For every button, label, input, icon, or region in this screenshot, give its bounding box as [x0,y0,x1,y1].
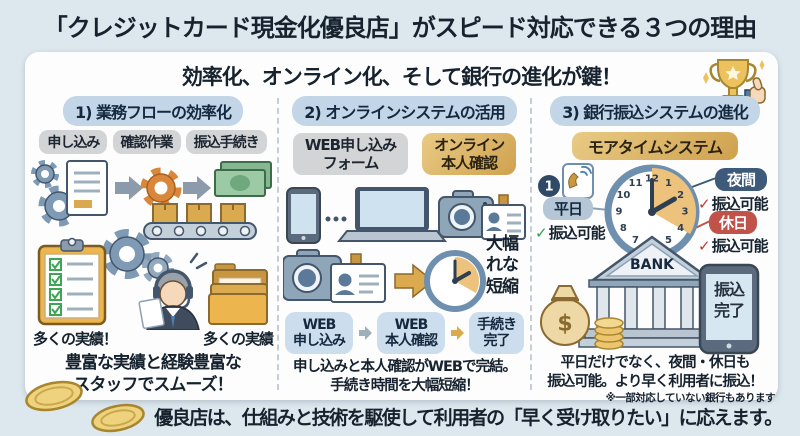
sparkle-icon [759,60,765,70]
check-icon: ✓ [535,224,548,242]
reason3-header: 3) 銀行振込システムの進化 [550,96,760,126]
bank-label: BANK [630,257,675,273]
svg-text:8: 8 [620,223,627,234]
banknote-icon [214,161,272,197]
laptop-icon [336,187,448,242]
bank-icon: BANK [578,235,726,348]
column-divider [530,98,532,390]
reason3-column: 3) 銀行振込システムの進化 モアタイムシステム 1 [535,96,776,404]
folders-icon [208,263,268,325]
step-pill-apply: 申し込み [39,130,108,154]
holiday-pill: 休日 [709,211,757,234]
reason2-header: 2) オンラインシステムの活用 [292,96,517,126]
holiday-note: ✓振込可能 [698,237,769,255]
night-pill: 夜間 [715,168,767,191]
reason2-column: 2) オンラインシステムの活用 WEB申し込み フォーム オンライン 本人確認 [283,96,526,396]
sparkle-icon [703,72,709,84]
operator-icon [138,252,208,330]
reason3-caption: 平日だけでなく、夜間・休日も 振込可能。より早く利用者に振込！ [547,355,764,390]
reason1-labels: 多くの実績！ 多くの実績 [33,328,274,349]
weekday-pill: 平日 [543,197,593,220]
flow-pill-done: 手続き 完了 [469,312,524,355]
gear-icon [102,229,174,284]
smartphone-icon [698,263,760,355]
svg-text:9: 9 [616,207,623,218]
reason2-tags: WEB申し込み フォーム オンライン 本人確認 [283,133,526,175]
camera-icon [438,190,494,238]
online-kyc-tag: オンライン 本人確認 [422,133,517,175]
step-badge: 1 [538,175,560,197]
ellipsis-icon [325,216,347,222]
svg-text:10: 10 [616,190,630,201]
step-pill-transfer: 振込手続き [185,130,267,154]
arrow-right-icon [183,176,211,200]
clock-icon [424,250,486,312]
moretime-clock-illustration: 1 12 1 2 3 4 5 6 [538,163,760,355]
page-title: 「クレジットカード現金化優良店」がスピード対応できる３つの理由 [43,14,758,42]
svg-text:3: 3 [682,207,689,218]
shorten-note: 大幅 れな 短縮 [486,234,519,297]
svg-text:4: 4 [677,223,684,234]
kyc-clock-illustration [283,249,486,312]
flow-pill-web-kyc: WEB 本人確認 [377,312,445,355]
svg-text:7: 7 [632,235,639,246]
checklist-check-icon [49,258,62,316]
box-icon [152,203,246,224]
moretime-system-tag: モアタイムシステム [571,132,739,160]
money-bag-icon: $ [540,285,590,346]
main-card: 効率化、オンライン化、そして銀行の進化が鍵！ 1) 業務フローの効率化 申し込み… [25,52,778,404]
track-record-label-right: 多くの実績 [202,330,274,348]
column-divider [277,98,279,390]
phone-screen-text: 振込 完了 [713,280,745,320]
reason3-footnote: ※一部対応していない銀行もあります [605,392,776,404]
reason2-flow: WEB 申し込み WEB 本人確認 手続き 完了 [283,312,526,355]
smartphone-icon [286,187,321,244]
check-icon: ✓ [698,195,711,213]
svg-text:1: 1 [544,180,553,195]
coins-icon [25,380,145,433]
check-icon: ✓ [698,237,711,255]
svg-text:5: 5 [665,235,672,246]
star-icon [725,66,741,80]
arrow-right-icon [115,176,143,200]
reason1-header: 1) 業務フローの効率化 [62,96,244,126]
reason1-column: 1) 業務フローの効率化 申し込み 確認作業 振込手続き [31,96,275,396]
coin-stack-icon [594,317,624,350]
weekday-note: ✓振込可能 [535,224,606,242]
document-icon [66,160,108,216]
workflow-illustration [31,160,272,330]
reason3-art: 1 12 1 2 3 4 5 6 [535,160,775,356]
svg-text:1: 1 [665,178,672,189]
camera-icon [283,249,342,301]
svg-text:2: 2 [677,190,684,201]
web-form-tag: WEB申し込み フォーム [292,133,409,175]
clipboard-icon [37,237,107,326]
footer-text: 優良店は、仕組みと技術を駆使して利用者の「早く受け取りたい」に応えます。 [154,407,783,429]
svg-text:$: $ [557,312,572,337]
night-note: ✓振込可能 [698,195,769,213]
id-card-icon [481,194,526,240]
subtitle: 効率化、オンライン化、そして銀行の進化が鍵！ [181,65,622,89]
phone-call-icon [562,163,594,199]
arrow-right-icon [394,263,435,299]
conveyor-icon [143,222,257,240]
gear-icon [140,167,182,209]
reason2-caption: 申し込みと本人確認がWEBで完結。 手続き時間を大幅短縮！ [293,359,517,394]
reason1-caption: 豊富な実績と経験豊富な スタッフでスムーズ！ [65,353,242,396]
id-card-icon [330,253,386,303]
devices-illustration [286,187,526,244]
svg-text:11: 11 [629,178,643,189]
flow-arrow-icon [451,326,464,341]
flow-arrow-icon [359,326,372,341]
step-pill-confirm: 確認作業 [112,130,181,154]
track-record-label-left: 多くの実績！ [33,330,118,348]
clock-icon: 12 1 2 3 4 5 6 7 8 9 10 11 [604,164,700,260]
reason1-steps: 申し込み 確認作業 振込手続き [31,130,275,154]
flow-pill-web-apply: WEB 申し込み [285,312,353,355]
